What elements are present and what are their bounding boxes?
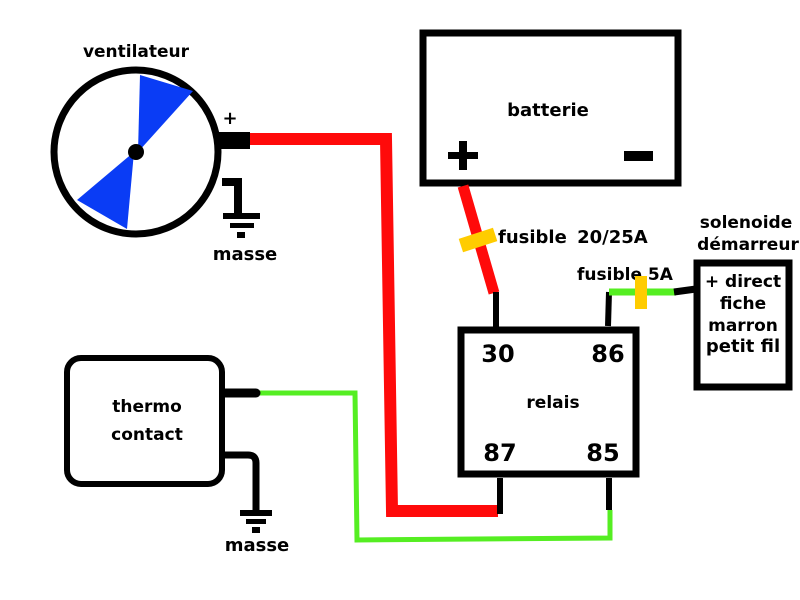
fan-ground-label: masse [213,244,278,265]
wire-thermo-to-relay-85 [258,390,613,543]
fan: ventilateur + masse [50,42,278,265]
thermo-label-line2: contact [111,425,183,445]
battery: batterie [419,29,682,187]
control-fuse [635,276,647,309]
relay-pin-87: 87 [483,439,516,467]
fan-label: ventilateur [83,42,190,62]
relay-pin-86-lead [605,291,612,327]
solenoid-lead [673,285,697,296]
relay-pin-30: 30 [481,340,514,368]
control-fuse-label: fusible 5A [577,265,674,285]
thermo-label-line1: thermo [112,397,182,417]
fan-blade-upper [138,75,193,152]
solenoid-title-line2: démarreur [697,235,799,255]
solenoid-line-1: + direct [705,272,781,292]
relay-label: relais [526,393,579,413]
solenoid-box [693,259,793,391]
battery-minus-icon [624,151,653,161]
solenoid-line-2: fiche [720,294,766,314]
thermo-contact: thermo contact masse [64,355,290,556]
relay-pin-85: 85 [586,439,619,467]
fan-ground-lead [222,178,242,213]
solenoid-title-line1: solenoide [700,213,792,233]
relay-pin-86: 86 [591,340,624,368]
solenoid: solenoide démarreur + direct fiche marro… [693,213,799,391]
relay-box [457,326,640,478]
thermo-ground-lead [224,451,260,510]
relay: 30 86 relais 87 85 [457,326,640,478]
wire-fan-to-relay-87 [250,133,498,517]
main-fuse [458,227,498,253]
thermo-ground-icon [240,510,272,533]
battery-plus-icon [448,141,478,170]
fan-blade-lower [77,152,134,229]
solenoid-line-4: petit fil [706,336,780,357]
solenoid-line-3: marron [708,316,778,336]
thermo-ground-label: masse [225,535,290,556]
fan-ground-icon [223,213,260,238]
main-fuse-label: fusible 20/25A [498,227,648,248]
fan-plus-terminal [217,132,250,149]
battery-label: batterie [507,100,589,121]
thermo-box [64,355,225,487]
fan-plus-label: + [222,108,237,129]
fan-hub [128,144,144,160]
